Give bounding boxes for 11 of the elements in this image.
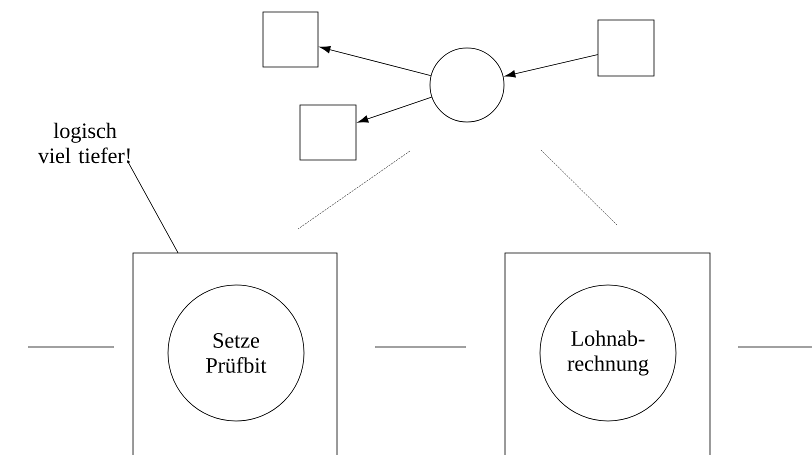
annotation-text: logisch viel tiefer! [38, 122, 130, 164]
circle [430, 48, 504, 122]
arrow [358, 96, 432, 123]
arrow [320, 46, 432, 76]
arrow [504, 54, 598, 78]
module-box [504, 252, 710, 455]
box [262, 12, 318, 68]
box [598, 20, 654, 76]
leader-line [126, 160, 178, 254]
module-box [132, 252, 338, 455]
box [300, 104, 356, 160]
